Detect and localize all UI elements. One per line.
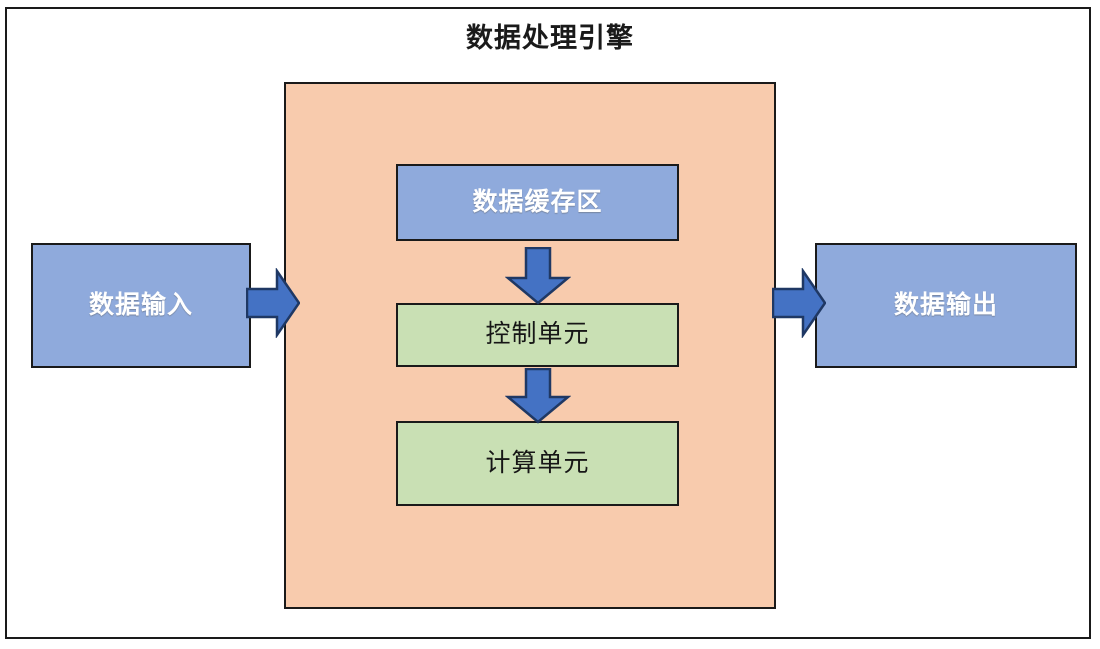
node-data-cache-label: 数据缓存区 — [472, 187, 603, 216]
node-data-output[interactable]: 数据输出 — [815, 243, 1077, 368]
page-title: 数据处理引擎 — [466, 23, 634, 53]
node-control-unit-label: 控制单元 — [485, 320, 590, 349]
arrow-right-engine-to-output — [772, 268, 826, 338]
node-control-unit[interactable]: 控制单元 — [396, 303, 679, 367]
node-compute-unit[interactable]: 计算单元 — [396, 421, 679, 506]
arrow-down-cache-to-control — [505, 247, 571, 305]
node-compute-unit-label: 计算单元 — [485, 448, 590, 477]
node-data-output-label: 数据输出 — [893, 290, 998, 319]
arrow-right-input-to-engine — [246, 268, 300, 338]
node-data-cache[interactable]: 数据缓存区 — [396, 164, 679, 241]
node-data-input[interactable]: 数据输入 — [31, 243, 251, 368]
arrow-down-control-to-compute — [505, 368, 571, 424]
node-data-input-label: 数据输入 — [88, 290, 193, 319]
